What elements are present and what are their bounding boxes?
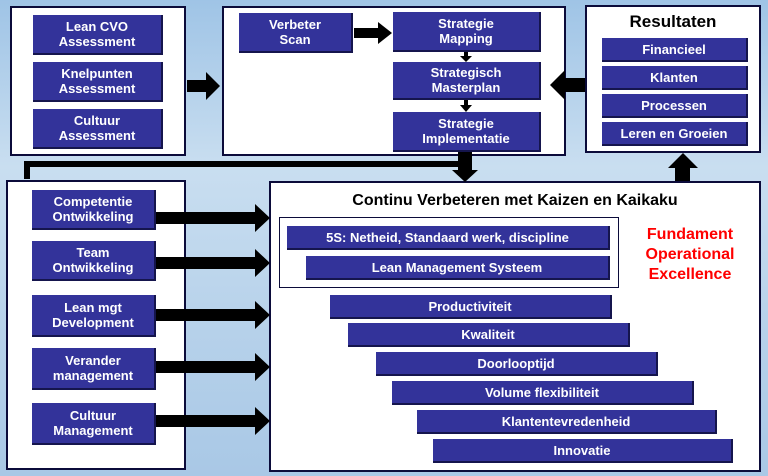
- lean-cvo-assessment-box: Lean CVO Assessment: [33, 15, 163, 55]
- connector-line: [24, 161, 472, 167]
- competentie-ontwikkeling-box: Competentie Ontwikkeling: [32, 190, 156, 230]
- resultaten-item-financieel: Financieel: [602, 38, 748, 62]
- staircase-kwaliteit: Kwaliteit: [348, 323, 630, 347]
- knelpunten-assessment-box: Knelpunten Assessment: [33, 62, 163, 102]
- strategie-implementatie-box: Strategie Implementatie: [393, 112, 541, 152]
- cultuur-assessment-box: Cultuur Assessment: [33, 109, 163, 149]
- arrow-right-icon: [187, 72, 220, 100]
- fundament-operational-excellence-label: Fundament Operational Excellence: [645, 226, 735, 283]
- staircase-innovatie: Innovatie: [433, 439, 733, 463]
- connector-line: [24, 161, 30, 179]
- verander-management-box: Verander management: [32, 348, 156, 390]
- team-ontwikkeling-box: Team Ontwikkeling: [32, 241, 156, 281]
- strategisch-masterplan-box: Strategisch Masterplan: [393, 62, 541, 100]
- resultaten-item-klanten: Klanten: [602, 66, 748, 90]
- lean-management-systeem-box: Lean Management Systeem: [306, 256, 610, 280]
- arrow-up-icon: [668, 153, 698, 181]
- arrow-down-icon: [452, 164, 478, 182]
- 5s-box: 5S: Netheid, Standaard werk, discipline: [287, 226, 610, 250]
- staircase-volume-flexibiliteit: Volume flexibiliteit: [392, 381, 694, 405]
- staircase-doorlooptijd: Doorlooptijd: [376, 352, 658, 376]
- verbeter-scan-box: Verbeter Scan: [239, 13, 353, 53]
- resultaten-item-processen: Processen: [602, 94, 748, 118]
- staircase-productiviteit: Productiviteit: [330, 295, 612, 319]
- resultaten-item-leren-en-groeien: Leren en Groeien: [602, 122, 748, 146]
- lean-mgt-development-box: Lean mgt Development: [32, 295, 156, 337]
- cultuur-management-box: Cultuur Management: [32, 403, 156, 445]
- continu-verbeteren-title: Continu Verbeteren met Kaizen en Kaikaku: [352, 192, 678, 209]
- resultaten-title: Resultaten: [629, 12, 717, 31]
- staircase-klantentevredenheid: Klantentevredenheid: [417, 410, 717, 434]
- strategie-mapping-box: Strategie Mapping: [393, 12, 541, 52]
